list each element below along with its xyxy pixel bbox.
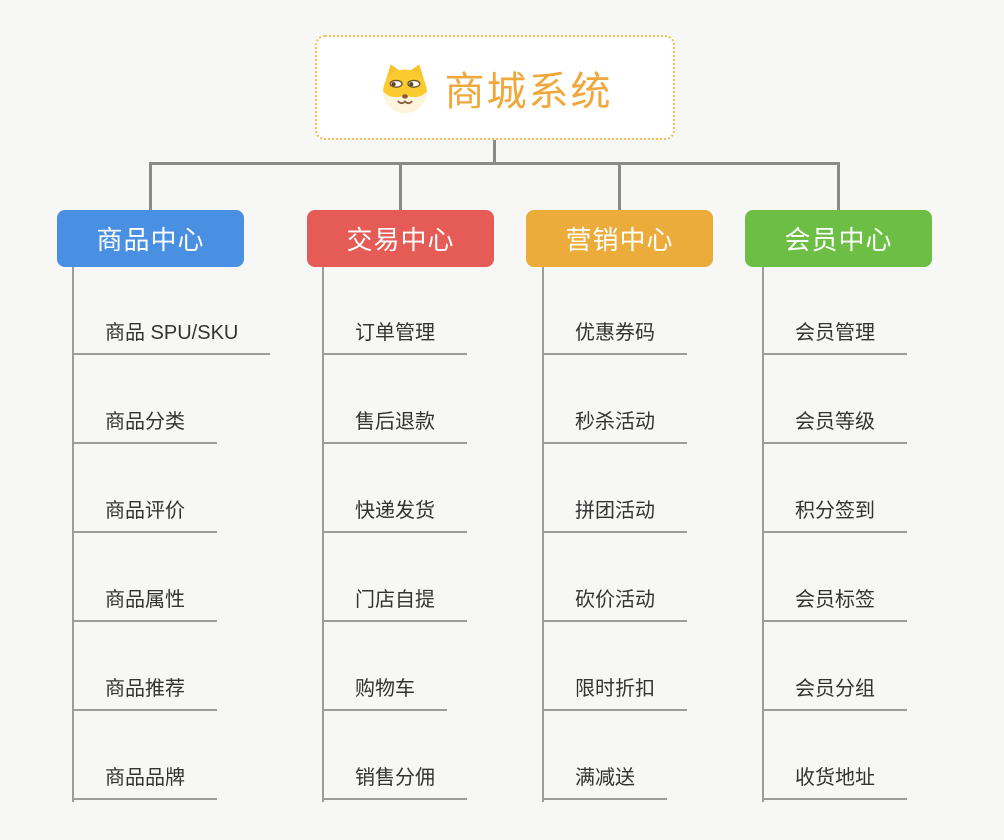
leaf-node[interactable]: 门店自提 (322, 586, 467, 622)
branch-rail-product (72, 267, 74, 802)
leaf-node[interactable]: 会员等级 (762, 408, 907, 444)
branch-rail-trade (322, 267, 324, 802)
leaf-node[interactable]: 商品属性 (72, 586, 217, 622)
leaf-node[interactable]: 商品品牌 (72, 764, 217, 800)
leaf-node[interactable]: 售后退款 (322, 408, 467, 444)
dog-icon (382, 63, 427, 113)
connector-drop-marketing (618, 164, 621, 210)
leaf-node[interactable]: 购物车 (322, 675, 447, 711)
leaf-node[interactable]: 商品评价 (72, 497, 217, 533)
branch-header-product-center[interactable]: 商品中心 (57, 210, 244, 267)
connector-drop-product (149, 164, 152, 210)
leaf-node[interactable]: 快递发货 (322, 497, 467, 533)
connector-drop-trade (399, 164, 402, 210)
branch-header-marketing-center[interactable]: 营销中心 (526, 210, 713, 267)
root-node[interactable]: 商城系统 (315, 35, 675, 140)
leaf-node[interactable]: 满减送 (542, 764, 667, 800)
root-title: 商城系统 (444, 69, 613, 114)
branch-header-trade-center[interactable]: 交易中心 (307, 210, 494, 267)
leaf-node[interactable]: 限时折扣 (542, 675, 687, 711)
leaf-node[interactable]: 拼团活动 (542, 497, 687, 533)
leaf-node[interactable]: 会员管理 (762, 319, 907, 355)
leaf-node[interactable]: 砍价活动 (542, 586, 687, 622)
leaf-node[interactable]: 商品推荐 (72, 675, 217, 711)
connector-rail (149, 162, 840, 165)
leaf-node[interactable]: 销售分佣 (322, 764, 467, 800)
leaf-node[interactable]: 订单管理 (322, 319, 467, 355)
leaf-node[interactable]: 会员分组 (762, 675, 907, 711)
branch-header-member-center[interactable]: 会员中心 (745, 210, 932, 267)
connector-root-stem (493, 140, 496, 165)
leaf-node[interactable]: 收货地址 (762, 764, 907, 800)
connector-drop-member (837, 164, 840, 210)
branch-rail-member (762, 267, 764, 802)
leaf-node[interactable]: 会员标签 (762, 586, 907, 622)
leaf-node[interactable]: 商品分类 (72, 408, 217, 444)
branch-rail-marketing (542, 267, 544, 802)
leaf-node[interactable]: 积分签到 (762, 497, 907, 533)
leaf-node[interactable]: 秒杀活动 (542, 408, 687, 444)
leaf-node[interactable]: 商品 SPU/SKU (72, 319, 271, 355)
leaf-node[interactable]: 优惠券码 (542, 319, 687, 355)
